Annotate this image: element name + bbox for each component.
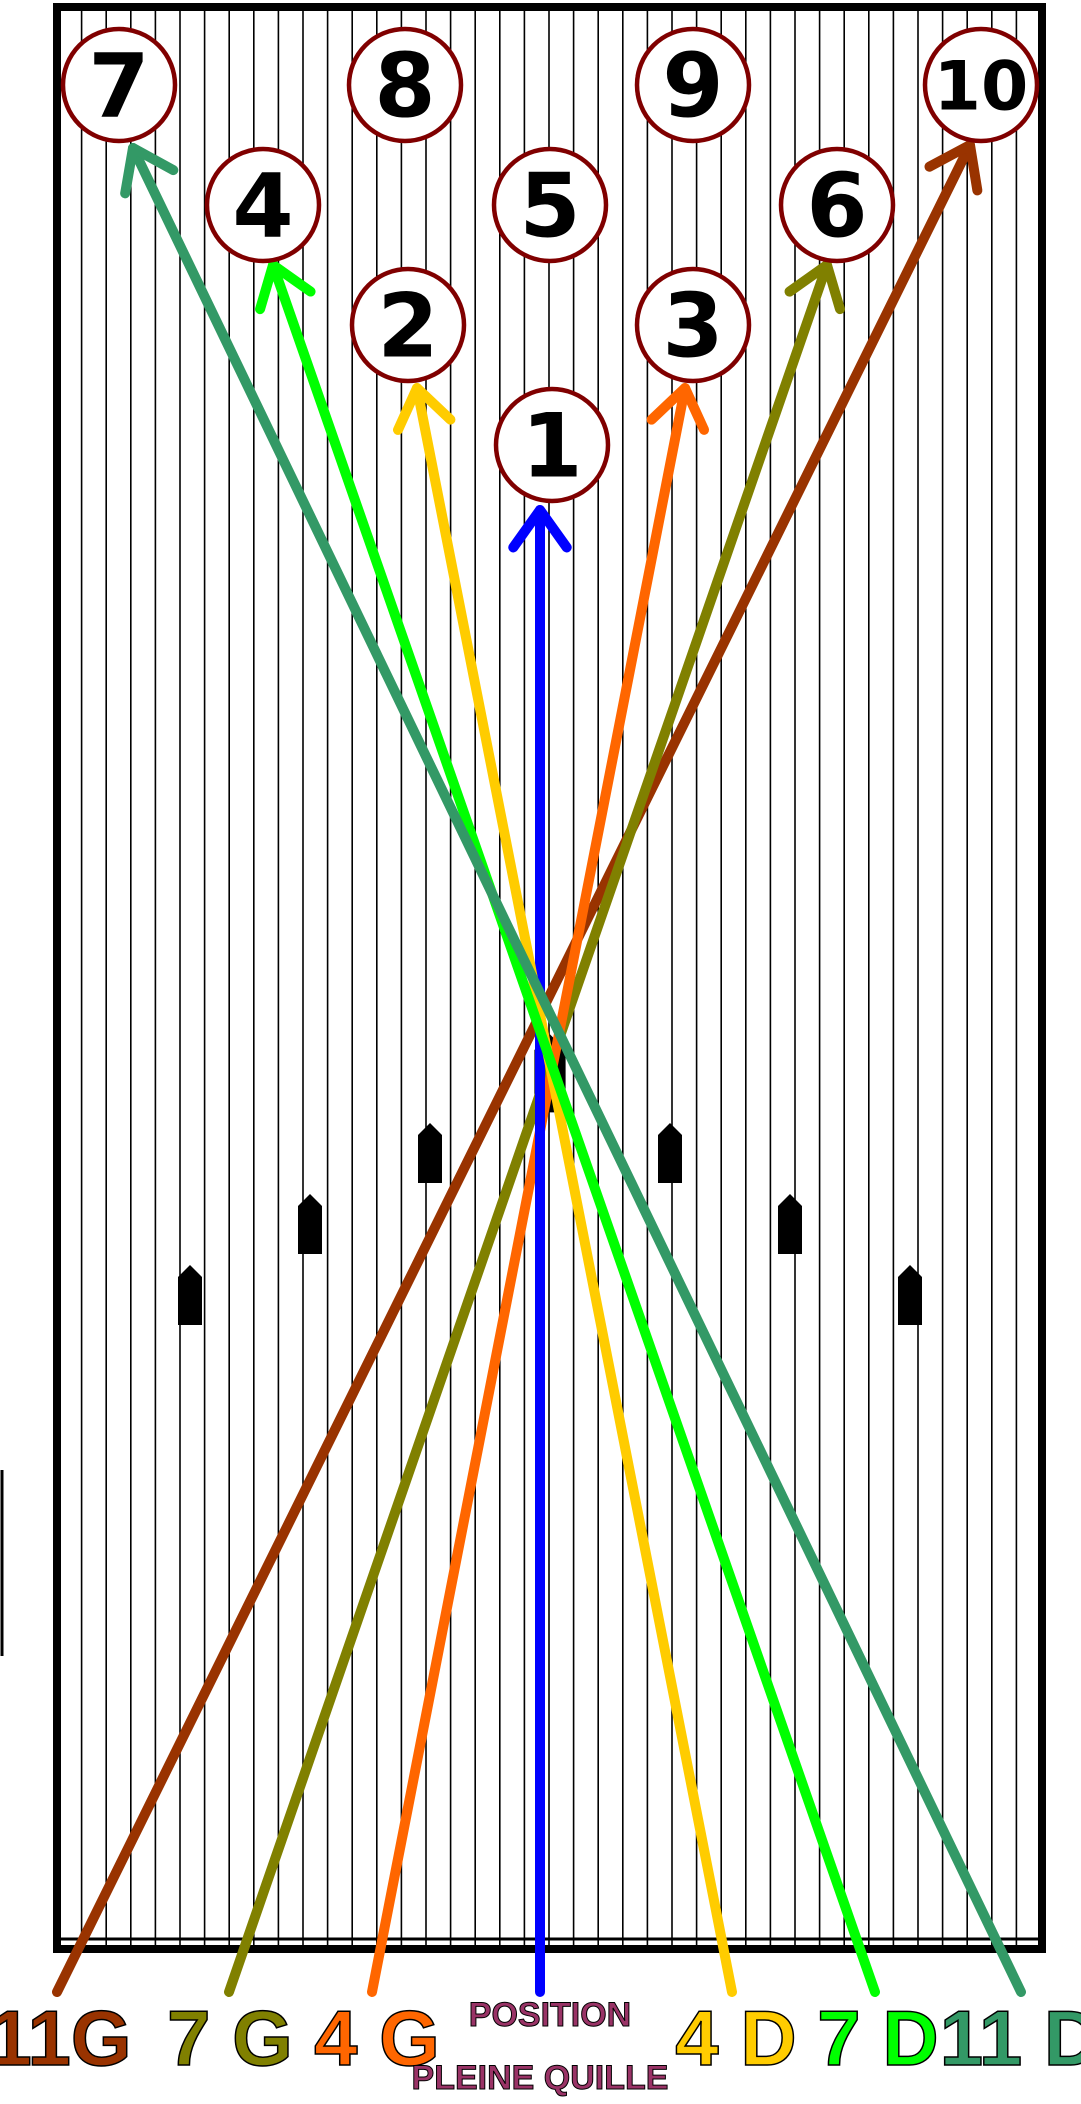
pin-5: 5 [491, 146, 609, 264]
pin-10: 10 [922, 26, 1040, 144]
pin-number: 1 [521, 395, 582, 498]
pin-1: 1 [493, 386, 611, 504]
lane-boards [56, 7, 1042, 1949]
lane-arrow-mark [778, 1194, 802, 1254]
pin-number: 8 [374, 35, 435, 138]
pin-4: 4 [204, 146, 322, 264]
lane-arrow-mark [298, 1194, 322, 1254]
aim-path-arrowhead [508, 505, 572, 553]
aim-label: 11G [0, 1994, 132, 2082]
lane-arrow-mark [418, 1123, 442, 1183]
aim-label: 4 D [675, 1994, 796, 2082]
pin-number: 10 [934, 47, 1029, 126]
aim-paths [52, 140, 1026, 1997]
aim-label: 7 D [817, 1994, 938, 2082]
pin-number: 5 [519, 155, 580, 258]
pin-3: 3 [634, 266, 752, 384]
pin-circle [346, 26, 464, 144]
pin-circle [634, 26, 752, 144]
pin-deck: 7 8 9 10 4 5 6 2 31 [60, 26, 1040, 504]
pin-7: 7 [60, 26, 178, 144]
aim-path-line [268, 260, 880, 1997]
pin-circle [493, 386, 611, 504]
aim-path-line [52, 140, 975, 1997]
aim-path-arrowhead [784, 260, 846, 315]
pin-number: 4 [232, 155, 293, 258]
pin-9: 9 [634, 26, 752, 144]
center-label-line2: PLEINE QUILLE [412, 2059, 669, 2097]
pin-8: 8 [346, 26, 464, 144]
pin-circle [349, 266, 467, 384]
lane-arrow-mark [898, 1265, 922, 1325]
aim-label: 4 G [314, 1994, 440, 2082]
aim-path-arrowhead [924, 140, 983, 196]
pin-number: 7 [88, 35, 149, 138]
pin-number: 2 [377, 275, 438, 378]
aim-path-arrowhead [120, 143, 179, 199]
lane-border [53, 3, 1046, 1953]
pin-6: 6 [778, 146, 896, 264]
pin-circle [634, 266, 752, 384]
aim-path-arrowhead [255, 260, 316, 315]
pin-circle [60, 26, 178, 144]
pin-number: 9 [662, 35, 723, 138]
aim-path-line [367, 383, 690, 1997]
center-label-line1: POSITION [469, 1996, 631, 2034]
aim-label: 7 G [167, 1994, 293, 2082]
pin-2: 2 [349, 266, 467, 384]
aim-path-arrowhead [392, 383, 456, 435]
aim-path-line [128, 143, 1026, 1997]
pin-circle [922, 26, 1040, 144]
aim-label: 11 D [940, 1994, 1081, 2082]
pin-circle [491, 146, 609, 264]
aim-path-arrowhead [646, 383, 710, 435]
lane-arrow-mark [658, 1123, 682, 1183]
lane-arrow-mark [178, 1265, 202, 1325]
pin-circle [778, 146, 896, 264]
pin-number: 6 [806, 155, 867, 258]
pin-circle [204, 146, 322, 264]
aim-path-line [224, 260, 832, 1997]
pin-number: 3 [662, 275, 723, 378]
aim-path-line [412, 383, 737, 1997]
